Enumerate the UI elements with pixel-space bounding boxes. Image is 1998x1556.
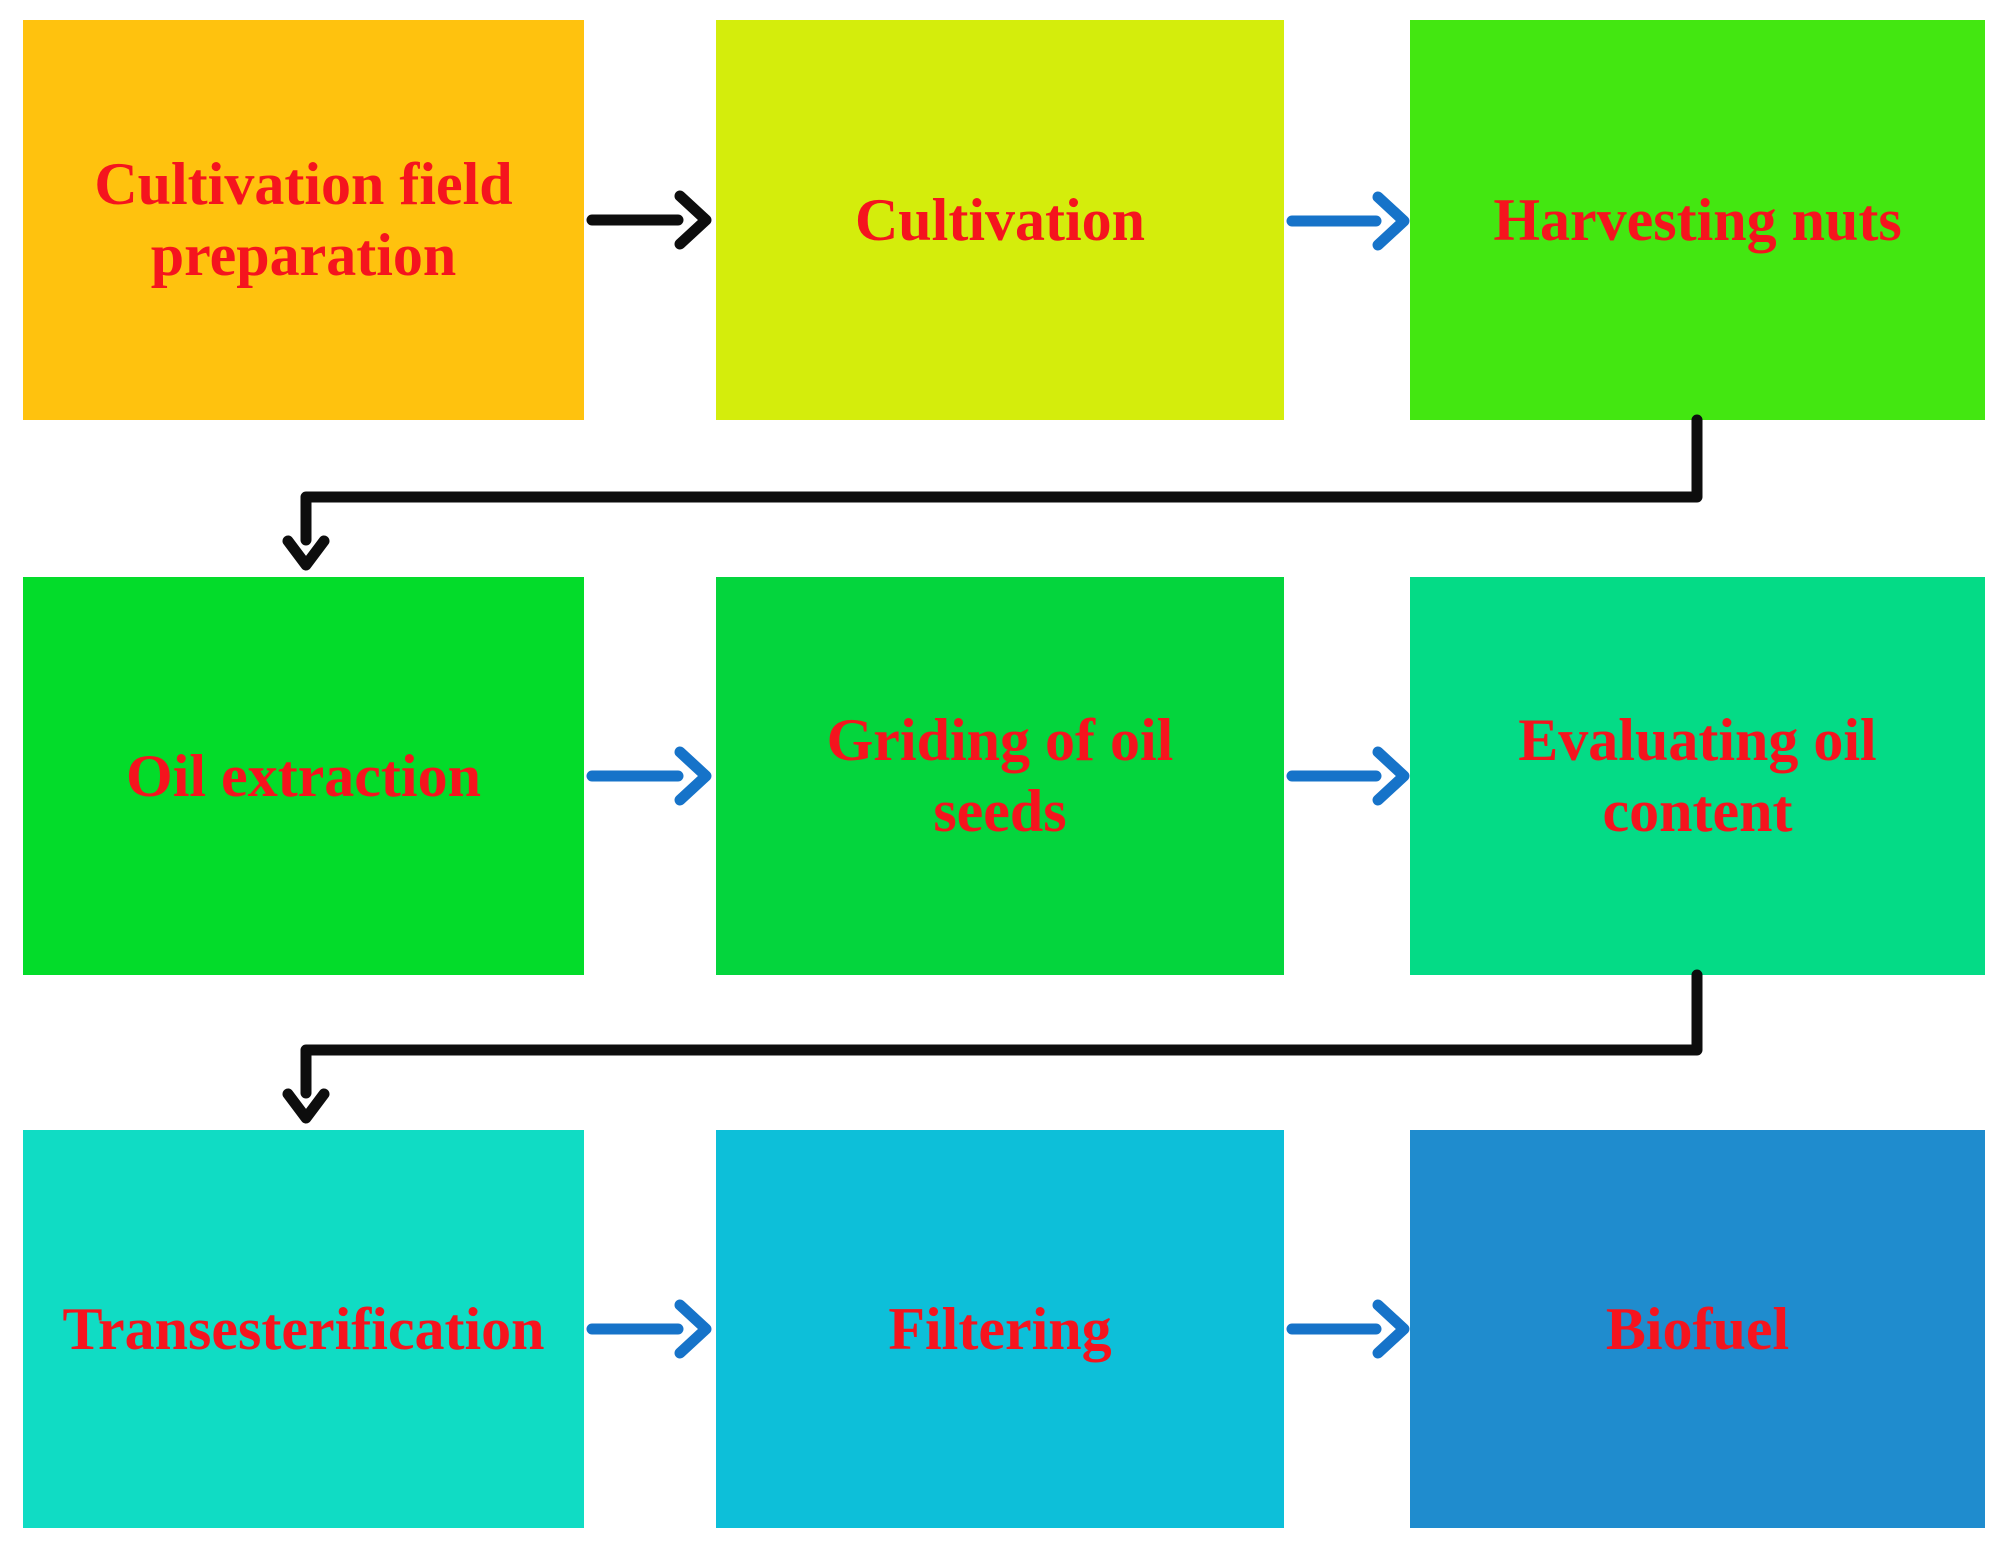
arrow-head-icon <box>282 535 330 571</box>
flow-box-label: Cultivation <box>854 186 1146 253</box>
arrow-head-icon <box>1372 746 1410 806</box>
arrow-filtering-to-biofuel <box>1286 1299 1410 1359</box>
flow-box-label: Harvesting nuts <box>1493 186 1902 253</box>
arrow-griding-of-oil-seeds-to-evaluating-oil-content <box>1286 746 1410 806</box>
flow-box-label: Evaluating oil content <box>1518 707 1877 844</box>
flow-box-griding-of-oil-seeds: Griding of oil seeds <box>716 577 1284 975</box>
arrow-head-icon <box>1372 1299 1410 1359</box>
flow-box-oil-extraction: Oil extraction <box>23 577 584 975</box>
flow-box-harvesting-nuts: Harvesting nuts <box>1410 20 1985 420</box>
arrow-head-icon <box>674 190 712 250</box>
flow-box-label: Filtering <box>888 1295 1112 1362</box>
flow-box-transesterification: Transesterification <box>23 1130 584 1528</box>
flow-box-label: Griding of oil seeds <box>826 707 1174 844</box>
arrow-head-icon <box>674 1299 712 1359</box>
arrow-oil-extraction-to-griding-of-oil-seeds <box>586 746 712 806</box>
flow-box-cultivation-field-preparation: Cultivation field preparation <box>23 20 584 420</box>
arrow-transesterification-to-filtering <box>586 1299 712 1359</box>
flow-box-label: Biofuel <box>1605 1295 1790 1362</box>
flow-box-label: Oil extraction <box>126 742 481 809</box>
flow-box-label: Cultivation field preparation <box>94 151 513 288</box>
arrow-shaft <box>300 414 1703 546</box>
arrow-head-icon <box>1372 191 1410 251</box>
arrow-shaft <box>300 969 1703 1099</box>
arrow-cultivation-to-harvesting-nuts <box>1286 191 1410 251</box>
arrow-head-icon <box>674 746 712 806</box>
flow-box-evaluating-oil-content: Evaluating oil content <box>1410 577 1985 975</box>
arrow-evaluating-oil-content-to-transesterification <box>282 969 1703 1124</box>
arrow-head-icon <box>282 1088 330 1124</box>
flow-box-filtering: Filtering <box>716 1130 1284 1528</box>
flow-box-cultivation: Cultivation <box>716 20 1284 420</box>
flow-box-biofuel: Biofuel <box>1410 1130 1985 1528</box>
arrow-harvesting-nuts-to-oil-extraction <box>282 414 1703 571</box>
arrow-cultivation-field-preparation-to-cultivation <box>586 190 712 250</box>
flow-box-label: Transesterification <box>62 1295 545 1362</box>
